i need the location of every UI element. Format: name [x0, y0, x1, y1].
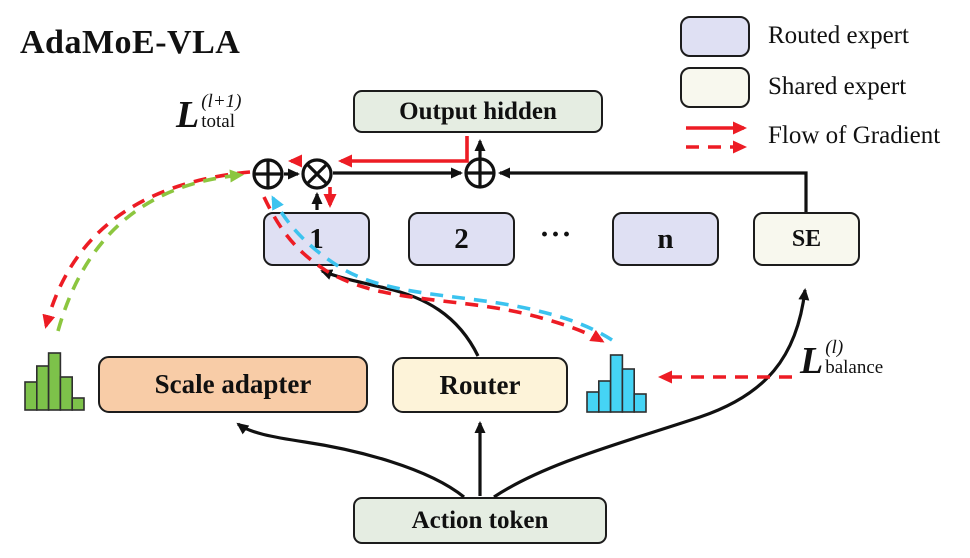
- routed-expert-n-node: n: [612, 212, 719, 266]
- loss-balance-label: L (l) balance: [800, 338, 884, 382]
- loss-balance-subscript: balance: [825, 357, 884, 378]
- output-hidden-node: Output hidden: [353, 90, 603, 133]
- action-token-node: Action token: [353, 497, 607, 544]
- loss-total-subscript: total: [201, 111, 235, 132]
- legend-shared-expert-swatch: [680, 67, 750, 108]
- shared-expert-node: SE: [753, 212, 860, 266]
- figure-title: AdaMoE-VLA: [20, 24, 241, 61]
- legend-flow-of-gradient-label: Flow of Gradient: [768, 122, 941, 149]
- scale-adapter-node: Scale adapter: [98, 356, 368, 413]
- legend-shared-expert-label: Shared expert: [768, 73, 907, 100]
- loss-total-label: L (l+1) total: [176, 92, 241, 136]
- legend-routed-expert-label: Routed expert: [768, 22, 909, 49]
- loss-total-superscript: (l+1): [201, 91, 242, 112]
- loss-balance-symbol: L: [800, 340, 824, 382]
- legend-routed-expert-swatch: [680, 16, 750, 57]
- experts-ellipsis: ···: [539, 218, 573, 251]
- routed-expert-1-node: 1: [263, 212, 370, 266]
- loss-balance-superscript: (l): [825, 337, 844, 358]
- router-node: Router: [392, 357, 568, 413]
- loss-total-symbol: L: [176, 94, 200, 136]
- routed-expert-2-node: 2: [408, 212, 515, 266]
